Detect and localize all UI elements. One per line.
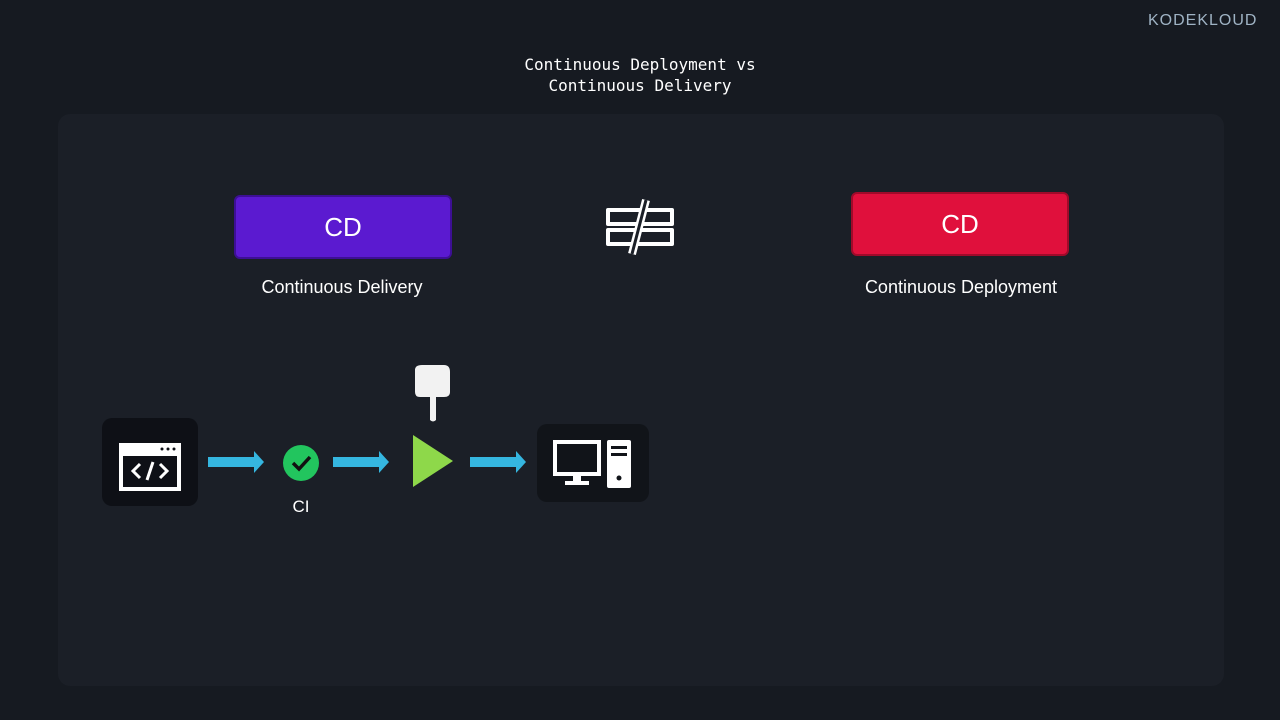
server-tile	[537, 424, 649, 502]
not-equal-icon	[606, 198, 674, 256]
pointing-hand-icon	[415, 365, 450, 422]
code-tile	[102, 418, 198, 506]
arrow-icon	[208, 451, 264, 473]
cd-delivery-badge: CD	[234, 195, 452, 259]
ci-label: CI	[292, 497, 310, 516]
desktop-computer-icon	[553, 440, 631, 488]
code-window-icon	[119, 443, 181, 491]
continuous-delivery-label: Continuous Delivery	[261, 277, 423, 297]
slide-title: Continuous Deployment vs Continuous Deli…	[0, 54, 1280, 96]
play-deploy-icon[interactable]	[411, 434, 455, 488]
continuous-deployment-label: Continuous Deployment	[864, 277, 1058, 297]
arrow-icon	[470, 451, 526, 473]
title-line-1: Continuous Deployment vs	[524, 55, 756, 74]
ci-check-icon	[283, 445, 319, 481]
arrow-icon	[333, 451, 389, 473]
kodekloud-logo: KODEKLOUD	[1148, 12, 1258, 29]
cd-deployment-badge: CD	[851, 192, 1069, 256]
title-line-2: Continuous Delivery	[548, 76, 732, 95]
